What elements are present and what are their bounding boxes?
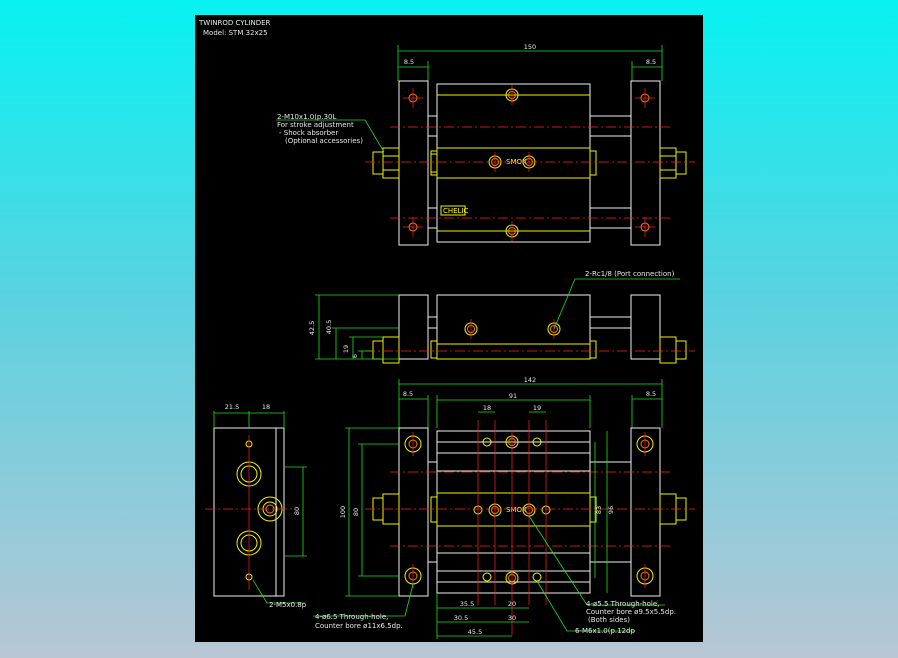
dim-front-30-5: 30.5 bbox=[454, 614, 468, 622]
top-note-line4: (Optional accessories) bbox=[285, 137, 363, 145]
dim-front-overall: 142 bbox=[524, 376, 536, 384]
side-port-note: 2-Rc1/8 (Port connection) bbox=[585, 270, 675, 278]
front-cb-note-line3: (Both sides) bbox=[588, 616, 630, 624]
drawing-model: Model: STM 32x25 bbox=[203, 29, 268, 37]
dim-front-30: 30 bbox=[508, 614, 516, 622]
front-view: 142 8.5 8.5 91 18 19 bbox=[313, 376, 695, 639]
dim-end-80: 80 bbox=[293, 507, 301, 515]
front-tap-note: 6-M6x1.0(p.12dp bbox=[575, 627, 635, 635]
dim-front-83: 83 bbox=[595, 506, 603, 514]
dim-front-35-5: 35.5 bbox=[460, 600, 474, 608]
front-cb-note-line1: 4-ø5.5 Through-hole, bbox=[586, 600, 659, 608]
top-plate-label: CHELIC bbox=[443, 207, 469, 215]
dim-side-mid: 40.5 bbox=[325, 320, 333, 334]
dim-front-height-outer: 100 bbox=[339, 506, 347, 518]
front-cb-note-line2: Counter bore ø9.5x5.5dp. bbox=[586, 608, 676, 616]
dim-side-total: 42.5 bbox=[308, 321, 316, 335]
dim-end-21-5: 21.5 bbox=[225, 403, 239, 411]
front-thru-note-line1: 4-ø6.5 Through-hole, bbox=[315, 613, 388, 621]
dim-top-right: 8.5 bbox=[646, 58, 656, 66]
dim-top-overall: 150 bbox=[524, 43, 536, 51]
dim-front-inner: 91 bbox=[509, 392, 517, 400]
dim-front-45-5: 45.5 bbox=[468, 628, 482, 636]
dim-front-left: 8.5 bbox=[403, 390, 413, 398]
dim-end-18: 18 bbox=[262, 403, 270, 411]
end-view: 21.5 18 80 2-M5x0.8p bbox=[205, 403, 307, 609]
drawing-sheet: TWINROD CYLINDER Model: STM 32x25 150 8.… bbox=[195, 15, 703, 642]
cad-drawing: TWINROD CYLINDER Model: STM 32x25 150 8.… bbox=[198, 19, 695, 639]
dim-front-20: 20 bbox=[508, 600, 516, 608]
dim-front-right: 8.5 bbox=[646, 390, 656, 398]
dim-front-96: 96 bbox=[607, 506, 615, 514]
dim-side-low2: 6 bbox=[351, 354, 359, 358]
title-block: TWINROD CYLINDER Model: STM 32x25 bbox=[198, 19, 271, 37]
dim-front-b: 19 bbox=[533, 404, 541, 412]
end-tap-note: 2-M5x0.8p bbox=[269, 601, 307, 609]
top-note-line2: For stroke adjustment bbox=[277, 121, 354, 129]
top-view: 150 8.5 8.5 bbox=[276, 43, 695, 246]
dim-front-height-inner: 80 bbox=[352, 508, 360, 516]
top-note-line1: 2-M10x1.0(p.30L bbox=[277, 113, 337, 121]
dim-top-left: 8.5 bbox=[404, 58, 414, 66]
dim-side-low1: 19 bbox=[342, 345, 350, 353]
drawing-title: TWINROD CYLINDER bbox=[198, 19, 271, 27]
dim-front-a: 18 bbox=[483, 404, 491, 412]
top-note-line3: - Shock absorber bbox=[279, 129, 338, 137]
front-brand-label: SMOK bbox=[506, 506, 527, 514]
side-view: 42.5 40.5 19 6 2-Rc1/8 (Port connection) bbox=[308, 270, 695, 364]
front-thru-note-line2: Counter bore ø11x6.5dp. bbox=[315, 622, 403, 630]
